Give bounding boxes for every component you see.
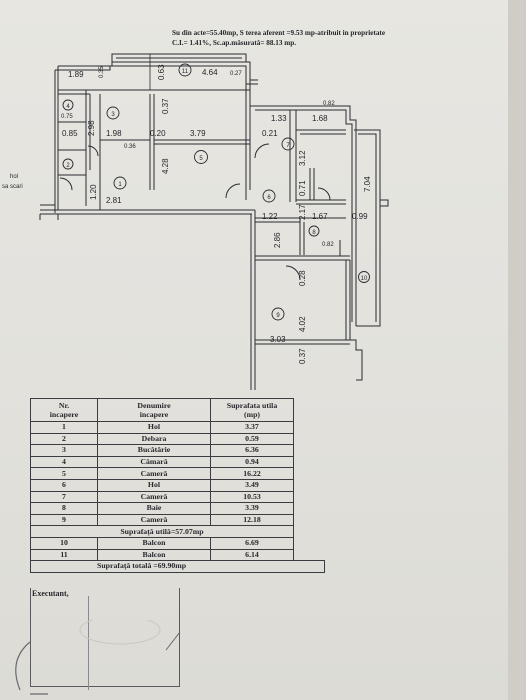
dim-3-79: 3.79: [190, 129, 206, 138]
room-areas-table: Nr. incapere Denumire incapere Suprafata…: [30, 398, 325, 573]
dim-7-04: 7.04: [363, 176, 372, 192]
signature-divider: [88, 596, 89, 690]
grand-total-row: Suprafață totală =69.90mp: [30, 560, 325, 573]
room-number-8: 8: [312, 230, 316, 236]
room-number-11: 11: [182, 69, 189, 75]
useful-total-row: Suprafață utilă=57.07mp: [30, 525, 325, 538]
dim-0-27: 0.27: [230, 71, 242, 77]
room-number-7: 7: [286, 143, 290, 149]
dim-1-20: 1.20: [89, 184, 98, 200]
executant-label: Executant,: [32, 589, 69, 598]
dim-0-35: 0.35: [99, 66, 105, 78]
dim-1-89: 1.89: [68, 70, 84, 79]
header-nr: Nr. incapere: [30, 398, 98, 422]
room-number-6: 6: [267, 195, 271, 201]
dim-4-64: 4.64: [202, 68, 218, 77]
dim-0-82-b: 0.82: [322, 242, 334, 248]
executant-box: [30, 588, 180, 687]
room-number-4: 4: [66, 104, 70, 110]
dim-0-85: 0.85: [62, 129, 78, 138]
dim-0-82-a: 0.82: [323, 101, 335, 107]
dim-0-37-bottom: 0.37: [298, 348, 307, 364]
dim-1-67: 1.67: [312, 212, 328, 221]
dim-2-98: 2.98: [87, 120, 96, 136]
header-area: Suprafata utila (mp): [210, 398, 294, 422]
dim-2-86: 2.86: [273, 232, 282, 248]
room-number-3: 3: [111, 112, 115, 118]
useful-total: Suprafață utilă=57.07mp: [30, 525, 294, 538]
room-number-9: 9: [276, 313, 280, 319]
dim-0-20: 0.20: [150, 129, 166, 138]
dim-0-75: 0.75: [61, 114, 73, 120]
grand-total: Suprafață totală =69.90mp: [30, 560, 325, 573]
room-number-5: 5: [199, 156, 203, 162]
dim-3-12: 3.12: [298, 150, 307, 166]
entrance-label-scari: sa scari: [2, 184, 23, 190]
dim-1-33: 1.33: [271, 114, 287, 123]
dim-0-28: 0.28: [298, 270, 307, 286]
dim-0-36: 0.36: [124, 144, 136, 150]
header-blank: [293, 398, 324, 422]
header-line-2: C.I.= 1.41%, Sc.ap.măsurată= 88.13 mp.: [172, 39, 296, 47]
dim-0-71: 0.71: [298, 180, 307, 196]
dim-1-22: 1.22: [262, 212, 278, 221]
dim-1-68: 1.68: [312, 114, 328, 123]
dim-4-28: 4.28: [161, 158, 170, 174]
header-line-1: Su din acte=55.40mp, S terea aferent =9.…: [172, 29, 386, 37]
dim-0-37-top: 0.37: [161, 98, 170, 114]
room-number-1: 1: [118, 182, 122, 188]
table-header-row: Nr. incapere Denumire incapere Suprafata…: [30, 398, 324, 422]
floor-plan: 1 2 3 4 5 6 7 8 9 10 11 hol sa scari 1.8…: [2, 53, 389, 390]
entrance-label-hol: hol: [10, 174, 18, 180]
dim-4-02: 4.02: [298, 316, 307, 332]
dim-2-81: 2.81: [106, 196, 122, 205]
dim-0-21: 0.21: [262, 129, 278, 138]
dim-1-98: 1.98: [106, 129, 122, 138]
page-edge: [508, 0, 526, 700]
room-number-10: 10: [361, 276, 368, 282]
stamp-mark: [15, 620, 181, 695]
dim-3-03: 3.03: [270, 335, 286, 344]
room-number-2: 2: [66, 163, 70, 169]
dim-0-99: 0.99: [352, 212, 368, 221]
dim-2-17: 2.17: [298, 204, 307, 220]
header-name: Denumire incapere: [97, 398, 211, 422]
dim-0-63: 0.63: [157, 64, 166, 80]
